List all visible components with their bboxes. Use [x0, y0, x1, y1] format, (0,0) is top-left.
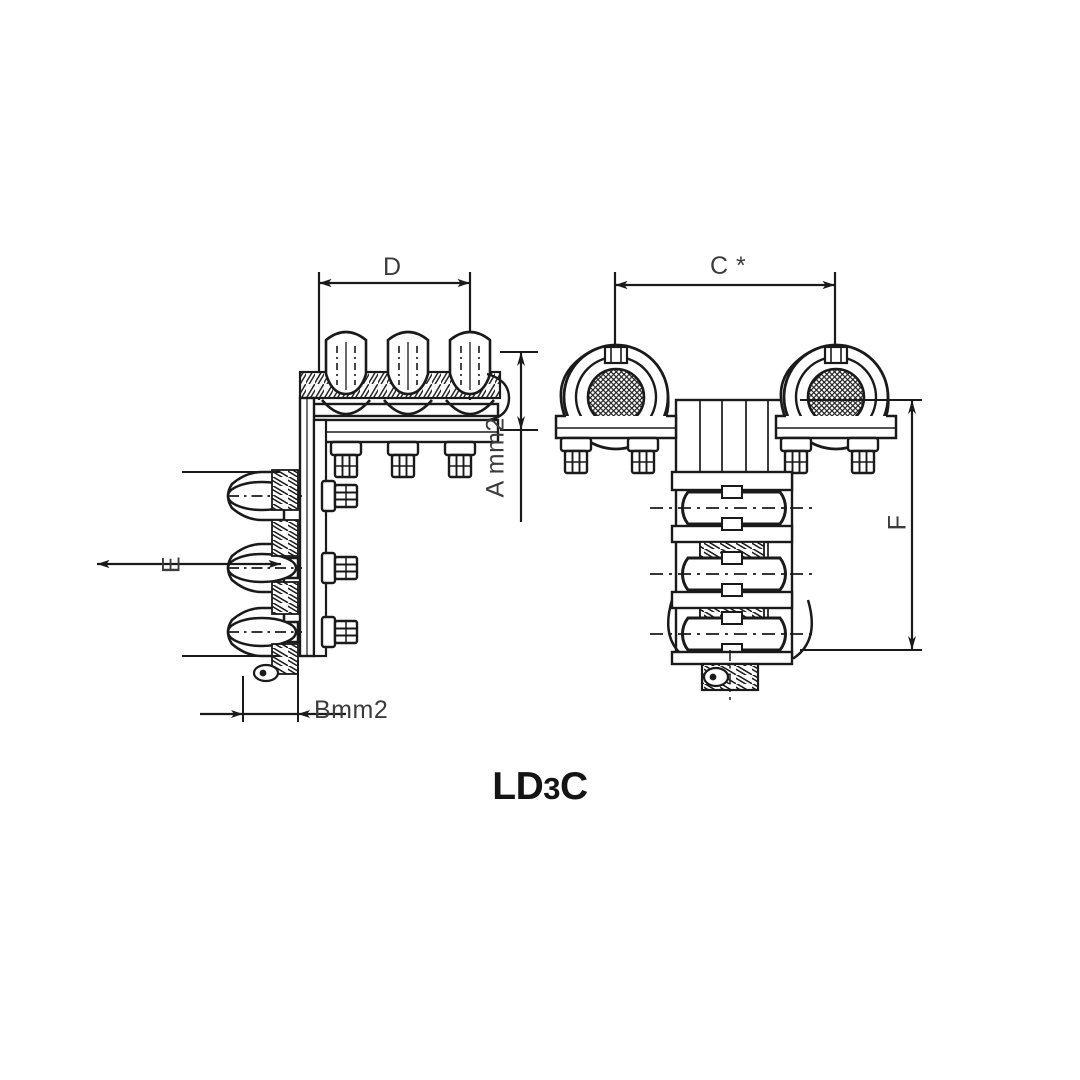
title-prefix: LD — [492, 765, 544, 808]
round-clamp-left — [554, 343, 678, 475]
title-middle: 3 — [543, 771, 561, 806]
stacked-clamp-2 — [650, 551, 818, 610]
round-clamp-right — [774, 343, 898, 475]
dimension-label-c: C * — [710, 252, 747, 280]
stacked-clamp-1 — [650, 470, 818, 544]
right-view-group — [554, 272, 922, 700]
top-clamp-3 — [445, 330, 495, 416]
drawing-title: LD3C — [0, 765, 1080, 809]
top-clamp-2 — [383, 330, 433, 416]
dimension-label-f: F — [883, 514, 912, 531]
dimension-label-a: A mm2 — [481, 417, 510, 498]
stacked-clamp-3 — [650, 611, 818, 657]
dimension-label-b: Bmm2 — [314, 696, 389, 724]
left-view-group — [97, 272, 538, 722]
top-clamp-1 — [321, 330, 371, 416]
dimension-label-d: D — [383, 253, 402, 281]
dimension-label-e: E — [157, 555, 186, 574]
title-suffix: C — [560, 765, 588, 808]
